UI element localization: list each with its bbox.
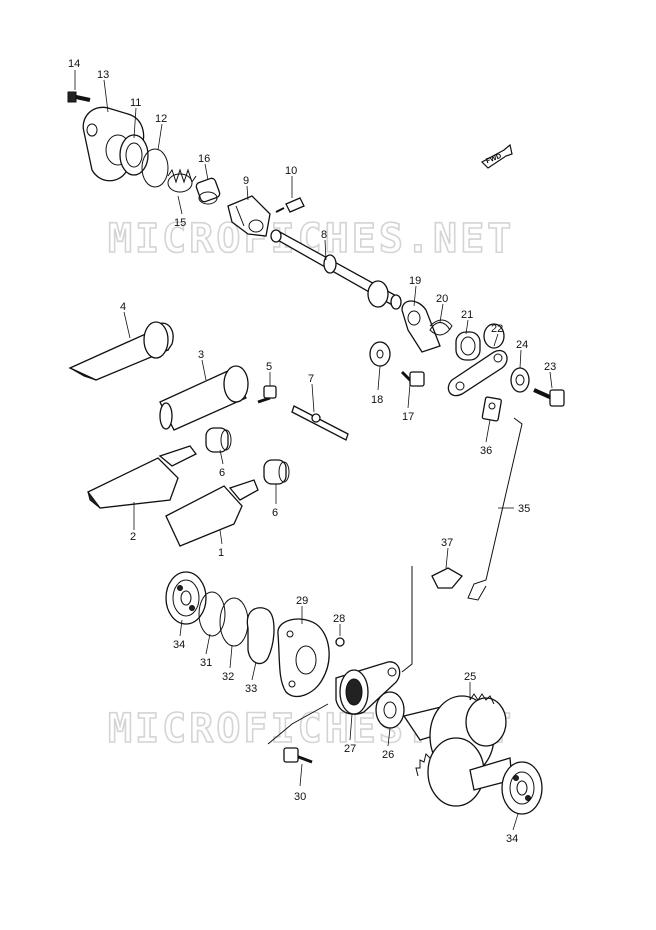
callout-30: 30 (294, 791, 306, 803)
ball-28 (335, 637, 345, 647)
callout-5: 5 (266, 361, 272, 373)
plate-19 (401, 300, 441, 353)
callout-28: 28 (333, 613, 345, 625)
clip-37 (431, 567, 463, 589)
callout-6a: 6 (219, 467, 225, 479)
arm-22 (447, 323, 508, 397)
bolt-23 (533, 388, 565, 407)
callout-36: 36 (480, 445, 492, 457)
valve-2 (87, 445, 197, 509)
spring-20 (429, 319, 453, 336)
callout-31: 31 (200, 657, 212, 669)
callout-6b: 6 (272, 507, 278, 519)
callout-3: 3 (198, 349, 204, 361)
callout-18: 18 (371, 394, 383, 406)
rod-link-line (401, 566, 413, 673)
callout-10: 10 (285, 165, 297, 177)
callout-1: 1 (218, 547, 224, 559)
callout-25: 25 (464, 671, 476, 683)
callout-26: 26 (382, 749, 394, 761)
bolt-14 (67, 91, 91, 103)
callout-37: 37 (441, 537, 453, 549)
plate-29 (277, 618, 330, 697)
spring-15 (167, 168, 197, 193)
callout-27: 27 (344, 743, 356, 755)
washer-24 (510, 367, 530, 393)
callout-11: 11 (130, 97, 141, 109)
callout-8: 8 (321, 229, 327, 241)
screw-30-line (267, 703, 329, 745)
callout-35: 35 (518, 503, 530, 515)
ring-31 (198, 591, 226, 637)
ring-12 (141, 148, 169, 188)
callout-14: 14 (68, 58, 80, 70)
link-36 (481, 396, 502, 422)
callout-29: 29 (296, 595, 308, 607)
callout-13: 13 (97, 69, 109, 81)
callout-15: 15 (174, 217, 186, 229)
bearing-34a (165, 571, 207, 625)
bearing-34b (501, 761, 543, 815)
collar-6a (205, 427, 232, 453)
washer-18 (369, 341, 391, 367)
valve-1 (165, 479, 259, 547)
callout-34a: 34 (173, 639, 185, 651)
callout-9: 9 (243, 175, 249, 187)
callout-34b: 34 (506, 833, 518, 845)
callout-numbers: 14 13 11 12 16 15 9 10 8 19 20 21 22 24 … (68, 58, 556, 845)
collar-21 (455, 331, 481, 361)
spacer-26 (375, 691, 405, 729)
callout-21: 21 (461, 309, 473, 321)
callout-33: 33 (245, 683, 257, 695)
gear-27 (335, 661, 401, 715)
collar-6b (263, 459, 290, 485)
callout-20: 20 (436, 293, 448, 305)
callout-17: 17 (402, 411, 414, 423)
callout-2: 2 (130, 531, 136, 543)
leader-lines (74, 70, 553, 831)
pin-7 (291, 405, 349, 441)
collar-16 (195, 177, 221, 205)
callout-32: 32 (222, 671, 234, 683)
callout-16: 16 (198, 153, 210, 165)
callout-19: 19 (409, 275, 421, 287)
callout-24: 24 (516, 339, 528, 351)
callout-22: 22 (491, 323, 503, 335)
callout-23: 23 (544, 361, 556, 373)
lever-9 (227, 195, 271, 237)
oil-seal-11 (119, 134, 149, 176)
callout-4: 4 (120, 301, 126, 313)
screw-5 (257, 385, 277, 404)
callout-12: 12 (155, 113, 167, 125)
fwd-arrow-icon: FWD (481, 143, 513, 169)
gear-shaft-25 (402, 693, 513, 807)
bolt-17 (400, 370, 425, 387)
rod-35 (467, 417, 523, 601)
screw-10 (275, 197, 305, 213)
shaft-8 (270, 229, 402, 310)
callout-7: 7 (308, 373, 314, 385)
gasket-33 (246, 607, 275, 665)
valve-3 (159, 365, 249, 431)
screw-30 (283, 747, 313, 764)
valve-4 (68, 321, 174, 381)
